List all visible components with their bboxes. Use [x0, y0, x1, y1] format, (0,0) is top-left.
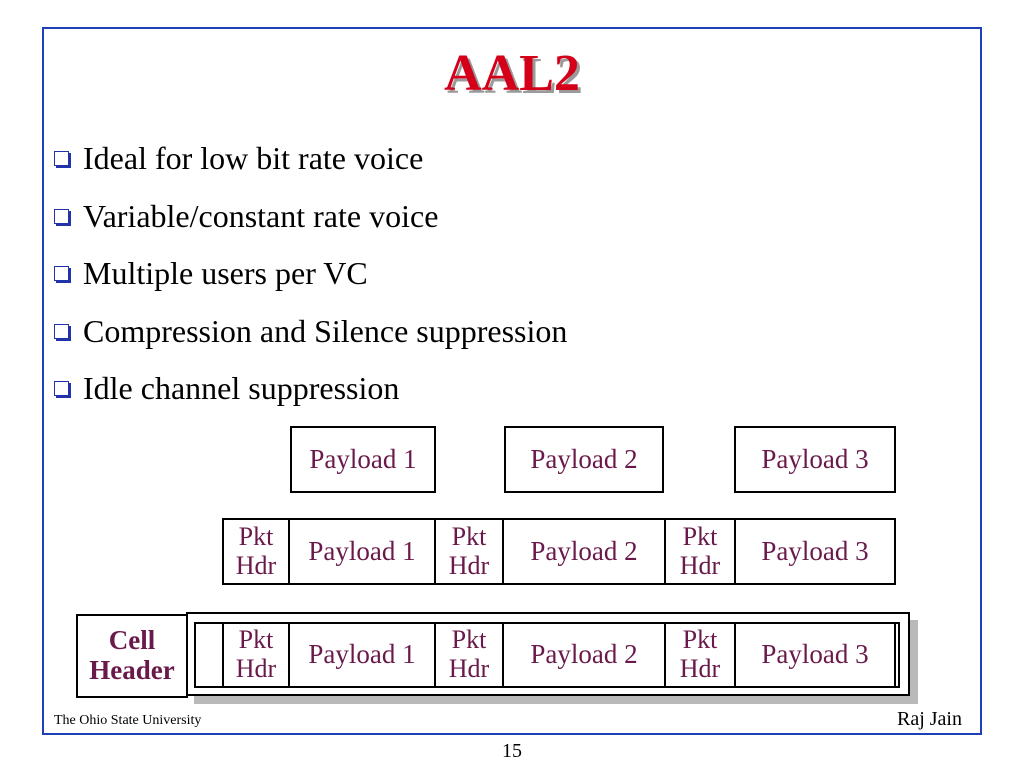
cell-header-box: Cell Header [76, 614, 188, 698]
packet-payload-3: Payload 3 [734, 518, 896, 585]
cell-pkt-hdr-2: Pkt Hdr [434, 622, 504, 688]
bullet-item: Multiple users per VC [54, 245, 567, 303]
bullet-text: Variable/constant rate voice [83, 197, 439, 234]
hollow-square-bullet-icon [54, 381, 69, 397]
cell-pkt-hdr-1: Pkt Hdr [222, 622, 290, 688]
hollow-square-bullet-icon [54, 323, 69, 339]
packet-payload-2: Payload 2 [502, 518, 666, 585]
pkt-hdr-1: Pkt Hdr [222, 518, 290, 585]
bullet-text: Ideal for low bit rate voice [83, 140, 424, 177]
payload-3-box: Payload 3 [734, 426, 896, 493]
payload-1-box: Payload 1 [290, 426, 436, 493]
bullet-item: Ideal for low bit rate voice [54, 130, 567, 188]
cell-payload-1: Payload 1 [288, 622, 436, 688]
footer-author: Raj Jain [897, 708, 962, 730]
hollow-square-bullet-icon [54, 151, 69, 167]
bullet-text: Compression and Silence suppression [83, 312, 568, 349]
bullet-item: Variable/constant rate voice [54, 188, 567, 246]
bullet-text: Idle channel suppression [83, 370, 400, 407]
pkt-hdr-2: Pkt Hdr [434, 518, 504, 585]
bullet-item: Compression and Silence suppression [54, 303, 567, 361]
footer-institution: The Ohio State University [54, 713, 202, 728]
slide-title: AAL2 [444, 45, 580, 102]
packet-payload-1: Payload 1 [288, 518, 436, 585]
bullet-item: Idle channel suppression [54, 360, 567, 418]
slide-frame [42, 27, 982, 735]
bullet-text: Multiple users per VC [83, 255, 368, 292]
cell-pkt-hdr-3: Pkt Hdr [664, 622, 736, 688]
pkt-hdr-3: Pkt Hdr [664, 518, 736, 585]
hollow-square-bullet-icon [54, 208, 69, 224]
cell-payload-2: Payload 2 [502, 622, 666, 688]
cell-payload-3: Payload 3 [734, 622, 896, 688]
payload-2-box: Payload 2 [504, 426, 664, 493]
page-number: 15 [502, 740, 522, 762]
bullet-list: Ideal for low bit rate voice Variable/co… [54, 130, 567, 418]
hollow-square-bullet-icon [54, 266, 69, 282]
